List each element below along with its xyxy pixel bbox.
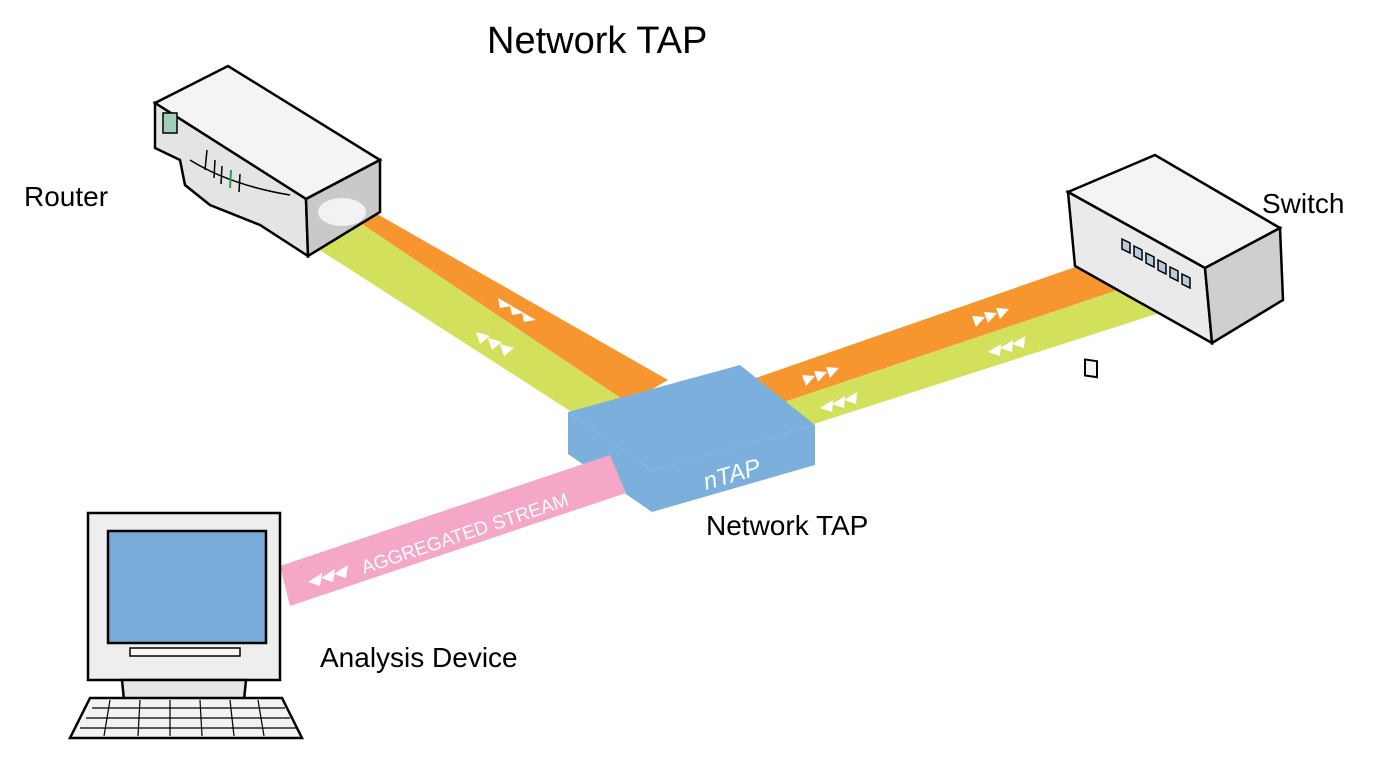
arrows-tap-to-switch-near (802, 367, 839, 386)
router-icon (152, 64, 383, 259)
lane-tap-to-router (315, 216, 628, 425)
arrows-aggregated (308, 565, 348, 586)
network-tap-label: Network TAP (706, 510, 868, 541)
diagram-title: Network TAP (487, 20, 707, 62)
switch-label: Switch (1262, 188, 1344, 219)
lane-aggregated-stream (280, 455, 626, 606)
lane-switch-to-tap (775, 286, 1175, 430)
link-tap-analysis: AGGREGATED STREAM (280, 455, 626, 606)
arrows-router-to-tap (498, 298, 536, 322)
arrows-switch-to-tap-far (988, 336, 1025, 356)
tap-box-icon: nTAP (568, 365, 815, 512)
lane-tap-to-switch (750, 262, 1130, 405)
link-router-tap (315, 210, 668, 425)
arrows-switch-to-tap-near (820, 392, 857, 412)
arrows-tap-to-switch-far (972, 308, 1009, 327)
router-label: Router (24, 181, 108, 212)
link-tap-switch (750, 262, 1175, 430)
computer-icon (67, 511, 305, 740)
switch-icon (1065, 153, 1285, 379)
arrows-tap-to-router (476, 332, 514, 356)
analysis-device-label: Analysis Device (320, 642, 518, 673)
